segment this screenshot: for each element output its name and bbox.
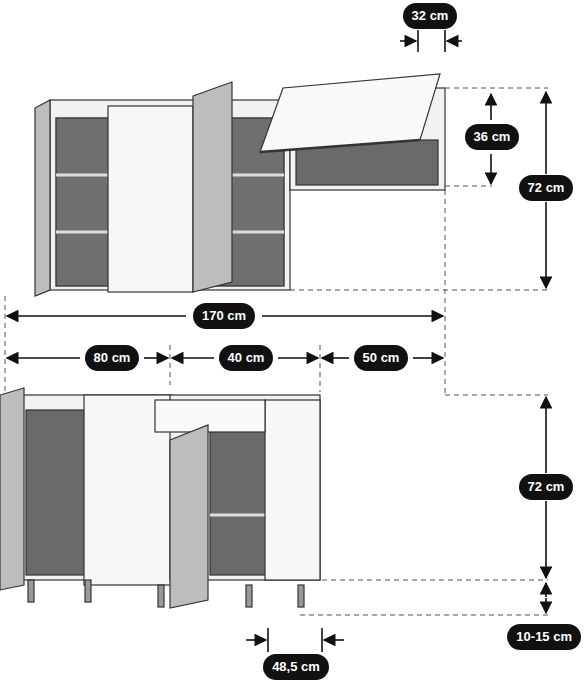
dimension-label: 170 cm <box>193 303 255 329</box>
dimension-label: 48,5 cm <box>263 654 329 680</box>
dimension-label: 72 cm <box>519 474 574 500</box>
dimension-label: 72 cm <box>519 175 574 201</box>
dimension-label: 32 cm <box>403 3 458 29</box>
dimension-label: 80 cm <box>85 345 140 371</box>
dimension-label: 10-15 cm <box>507 624 581 650</box>
dimension-label: 50 cm <box>354 345 409 371</box>
dimension-label: 36 cm <box>465 124 520 150</box>
dimension-label: 40 cm <box>219 345 274 371</box>
